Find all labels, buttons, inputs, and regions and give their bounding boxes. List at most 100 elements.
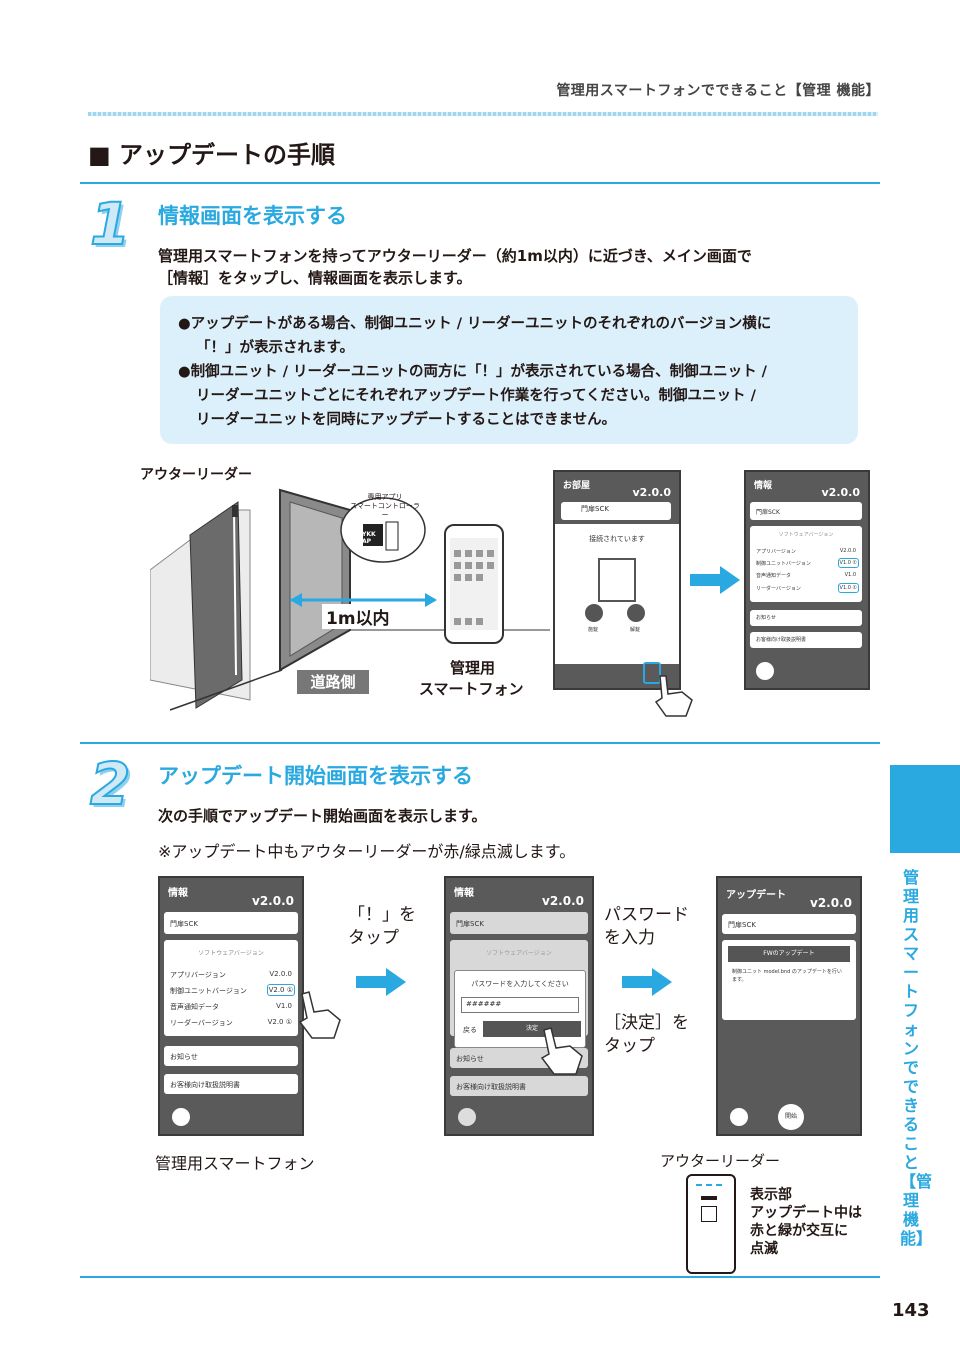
password-dialog: パスワードを入力してください ###### 戻る 決定	[454, 970, 586, 1048]
screen-a-menu-manual[interactable]: お客様向け取扱説明書	[164, 1074, 298, 1094]
section-title: ■ アップデートの手順	[88, 141, 336, 169]
header-divider	[88, 112, 878, 116]
screen-a-row-4-value: V2.0 ①	[267, 1018, 292, 1026]
screen-a-door-name: 門扉SCK	[170, 920, 198, 928]
display-desc-line-1: 表示部	[750, 1187, 792, 1203]
outer-reader-label: アウターリーダー	[140, 467, 252, 483]
screen-b-section: ソフトウェアバージョン	[486, 950, 552, 957]
screen-a-menu-manual-label: お客様向け取扱説明書	[170, 1081, 240, 1089]
back-button[interactable]	[756, 662, 774, 680]
main-door-name: 門扉SCK	[581, 505, 609, 513]
reader-display-led	[701, 1196, 717, 1200]
tap-bang-line-2: タップ	[348, 928, 399, 948]
password-input[interactable]: ######	[461, 997, 579, 1013]
blink-rays	[696, 1184, 722, 1198]
tap-bang-line-1: 「！」を	[348, 905, 416, 925]
lock-label: 施錠	[588, 627, 599, 633]
fw-update-card: FWのアップデート 制御ユニット model.bnd のアップデートを行います。	[722, 940, 856, 1020]
lock-icon[interactable]	[585, 604, 603, 622]
start-button[interactable]: 開始	[778, 1104, 804, 1130]
screen-a-menu-news[interactable]: お知らせ	[164, 1046, 298, 1066]
password-input-value: ######	[466, 1000, 502, 1008]
display-description: 表示部 アップデート中は 赤と緑が交互に 点滅	[750, 1186, 862, 1258]
screen-b-menu-manual-label: お客様向け取扱説明書	[456, 1083, 526, 1091]
door-icon	[598, 558, 636, 602]
info-menu-manual-label: お客様向け取扱説明書	[756, 637, 807, 643]
note-line-4: リーダーユニットごとにそれぞれアップデート作業を行ってください。制御ユニット /	[196, 388, 756, 404]
note-line-1: ●アップデートがある場合、制御ユニット / リーダーユニットのそれぞれのバージョ…	[178, 316, 772, 332]
screen-a-row-3-value: V1.0	[276, 1002, 292, 1010]
password-dialog-title: パスワードを入力してください	[471, 980, 569, 988]
note-line-5: リーダーユニットを同時にアップデートすることはできません。	[196, 412, 617, 428]
screen-a-row-2-value[interactable]: V2.0 ①	[266, 984, 295, 996]
password-cancel[interactable]: 戻る	[463, 1026, 477, 1034]
info-screen-title: 情報	[754, 481, 773, 491]
note-line-3: ●制御ユニット / リーダーユニットの両方に「！」が表示されている場合、制御ユニ…	[178, 364, 767, 380]
screen-b-menu-news-label: お知らせ	[456, 1055, 484, 1063]
unlock-label: 解錠	[630, 627, 641, 633]
screen-c-title: アップデート	[726, 890, 786, 901]
main-screen-version: v2.0.0	[632, 486, 672, 499]
side-tab	[890, 765, 960, 853]
screen-b-door-card: 門扉SCK	[450, 912, 588, 934]
hand-tap-icon	[654, 675, 693, 717]
screen-a-version-card: ソフトウェアバージョン アプリバージョン V2.0.0 制御ユニットバージョン …	[164, 940, 298, 1036]
step-1-text-line-1: 管理用スマートフォンを持ってアウターリーダー（約1m以内）に近づき、メイン画面で	[158, 247, 752, 265]
side-tab-text: 管理用スマートフォンでできること【管理機能】	[900, 868, 933, 1248]
page-number: 143	[892, 1300, 930, 1321]
step-1-note-box: ●アップデートがある場合、制御ユニット / リーダーユニットのそれぞれのバージョ…	[160, 296, 858, 444]
screen-b-back-button[interactable]	[458, 1108, 476, 1126]
info-row-1-value: V2.0.0	[839, 548, 856, 554]
outer-reader-device	[686, 1174, 736, 1274]
info-menu-manual[interactable]: お客様向け取扱説明書	[750, 632, 862, 648]
password-label-line-1: パスワード	[604, 905, 689, 925]
display-desc-line-2: アップデート中は	[750, 1205, 862, 1221]
app-bubble-line-1: 専用アプリ	[367, 493, 403, 501]
road-side-label: 道路側	[297, 670, 369, 694]
info-row-4-value[interactable]: V1.0 ①	[837, 583, 859, 593]
screen-a-section: ソフトウェアバージョン	[198, 950, 264, 957]
main-status: 接続されています	[589, 535, 645, 543]
info-menu-news[interactable]: お知らせ	[750, 610, 862, 626]
arrow-right-icon-2	[356, 968, 406, 996]
hand-tap-icon-b	[540, 1027, 583, 1075]
phone-label-line-1: 管理用	[450, 659, 496, 677]
screen-a-menu-news-label: お知らせ	[170, 1053, 198, 1061]
phone-caption: 管理用スマートフォン	[155, 1154, 315, 1173]
info-row-2-value[interactable]: V1.0 ①	[837, 558, 859, 568]
screen-a: 情報 v2.0.0 門扉SCK ソフトウェアバージョン アプリバージョン V2.…	[158, 876, 304, 1136]
step-2-title: アップデート開始画面を表示する	[158, 764, 473, 788]
section-rule-top	[80, 182, 880, 184]
screen-c-back-button[interactable]	[730, 1108, 748, 1126]
section-rule-middle	[80, 742, 880, 744]
info-version-card: ソフトウェアバージョン アプリバージョン V2.0.0 制御ユニットバージョン …	[750, 526, 862, 602]
screen-a-title: 情報	[168, 888, 188, 899]
tap-bang-label: 「！」を タップ	[348, 904, 416, 950]
password-ok-button[interactable]: 決定	[483, 1021, 581, 1037]
screen-b: 情報 v2.0.0 門扉SCK ソフトウェアバージョン パスワードを入力してくだ…	[444, 876, 594, 1136]
screen-a-row-3-label: 音声通知データ	[170, 1003, 219, 1011]
decide-label-line-2: タップ	[604, 1036, 655, 1056]
unlock-icon[interactable]	[627, 604, 645, 622]
screen-a-door-card: 門扉SCK	[164, 912, 298, 934]
reader-logo-icon	[701, 1206, 717, 1222]
screen-c-version: v2.0.0	[810, 896, 852, 910]
hand-tap-icon-a	[298, 991, 341, 1039]
decide-label: ［決定］を タップ	[604, 1012, 689, 1058]
info-menu-news-label: お知らせ	[756, 615, 776, 621]
screen-a-row-4-label: リーダーバージョン	[170, 1019, 233, 1027]
section-rule-bottom	[80, 1276, 880, 1278]
screen-b-menu-manual: お客様向け取扱説明書	[450, 1076, 588, 1096]
main-door-card[interactable]: 門扉SCK	[561, 502, 671, 520]
info-row-3-value: V1.0	[844, 572, 856, 578]
ykk-logo: YKK AP	[362, 531, 376, 545]
info-tab-icon[interactable]	[643, 662, 661, 684]
step-1-text-line-2: ［情報］をタップし、情報画面を表示します。	[158, 269, 472, 287]
screen-a-version: v2.0.0	[252, 894, 294, 908]
screen-b-door-name: 門扉SCK	[456, 920, 484, 928]
screen-a-back-button[interactable]	[172, 1108, 190, 1126]
info-screen-version: v2.0.0	[821, 486, 861, 499]
app-bubble-label: 専用アプリ スマートコントローラー	[350, 493, 420, 520]
display-desc-line-3: 赤と緑が交互に	[750, 1223, 848, 1239]
arrow-right-icon-3	[622, 968, 672, 996]
